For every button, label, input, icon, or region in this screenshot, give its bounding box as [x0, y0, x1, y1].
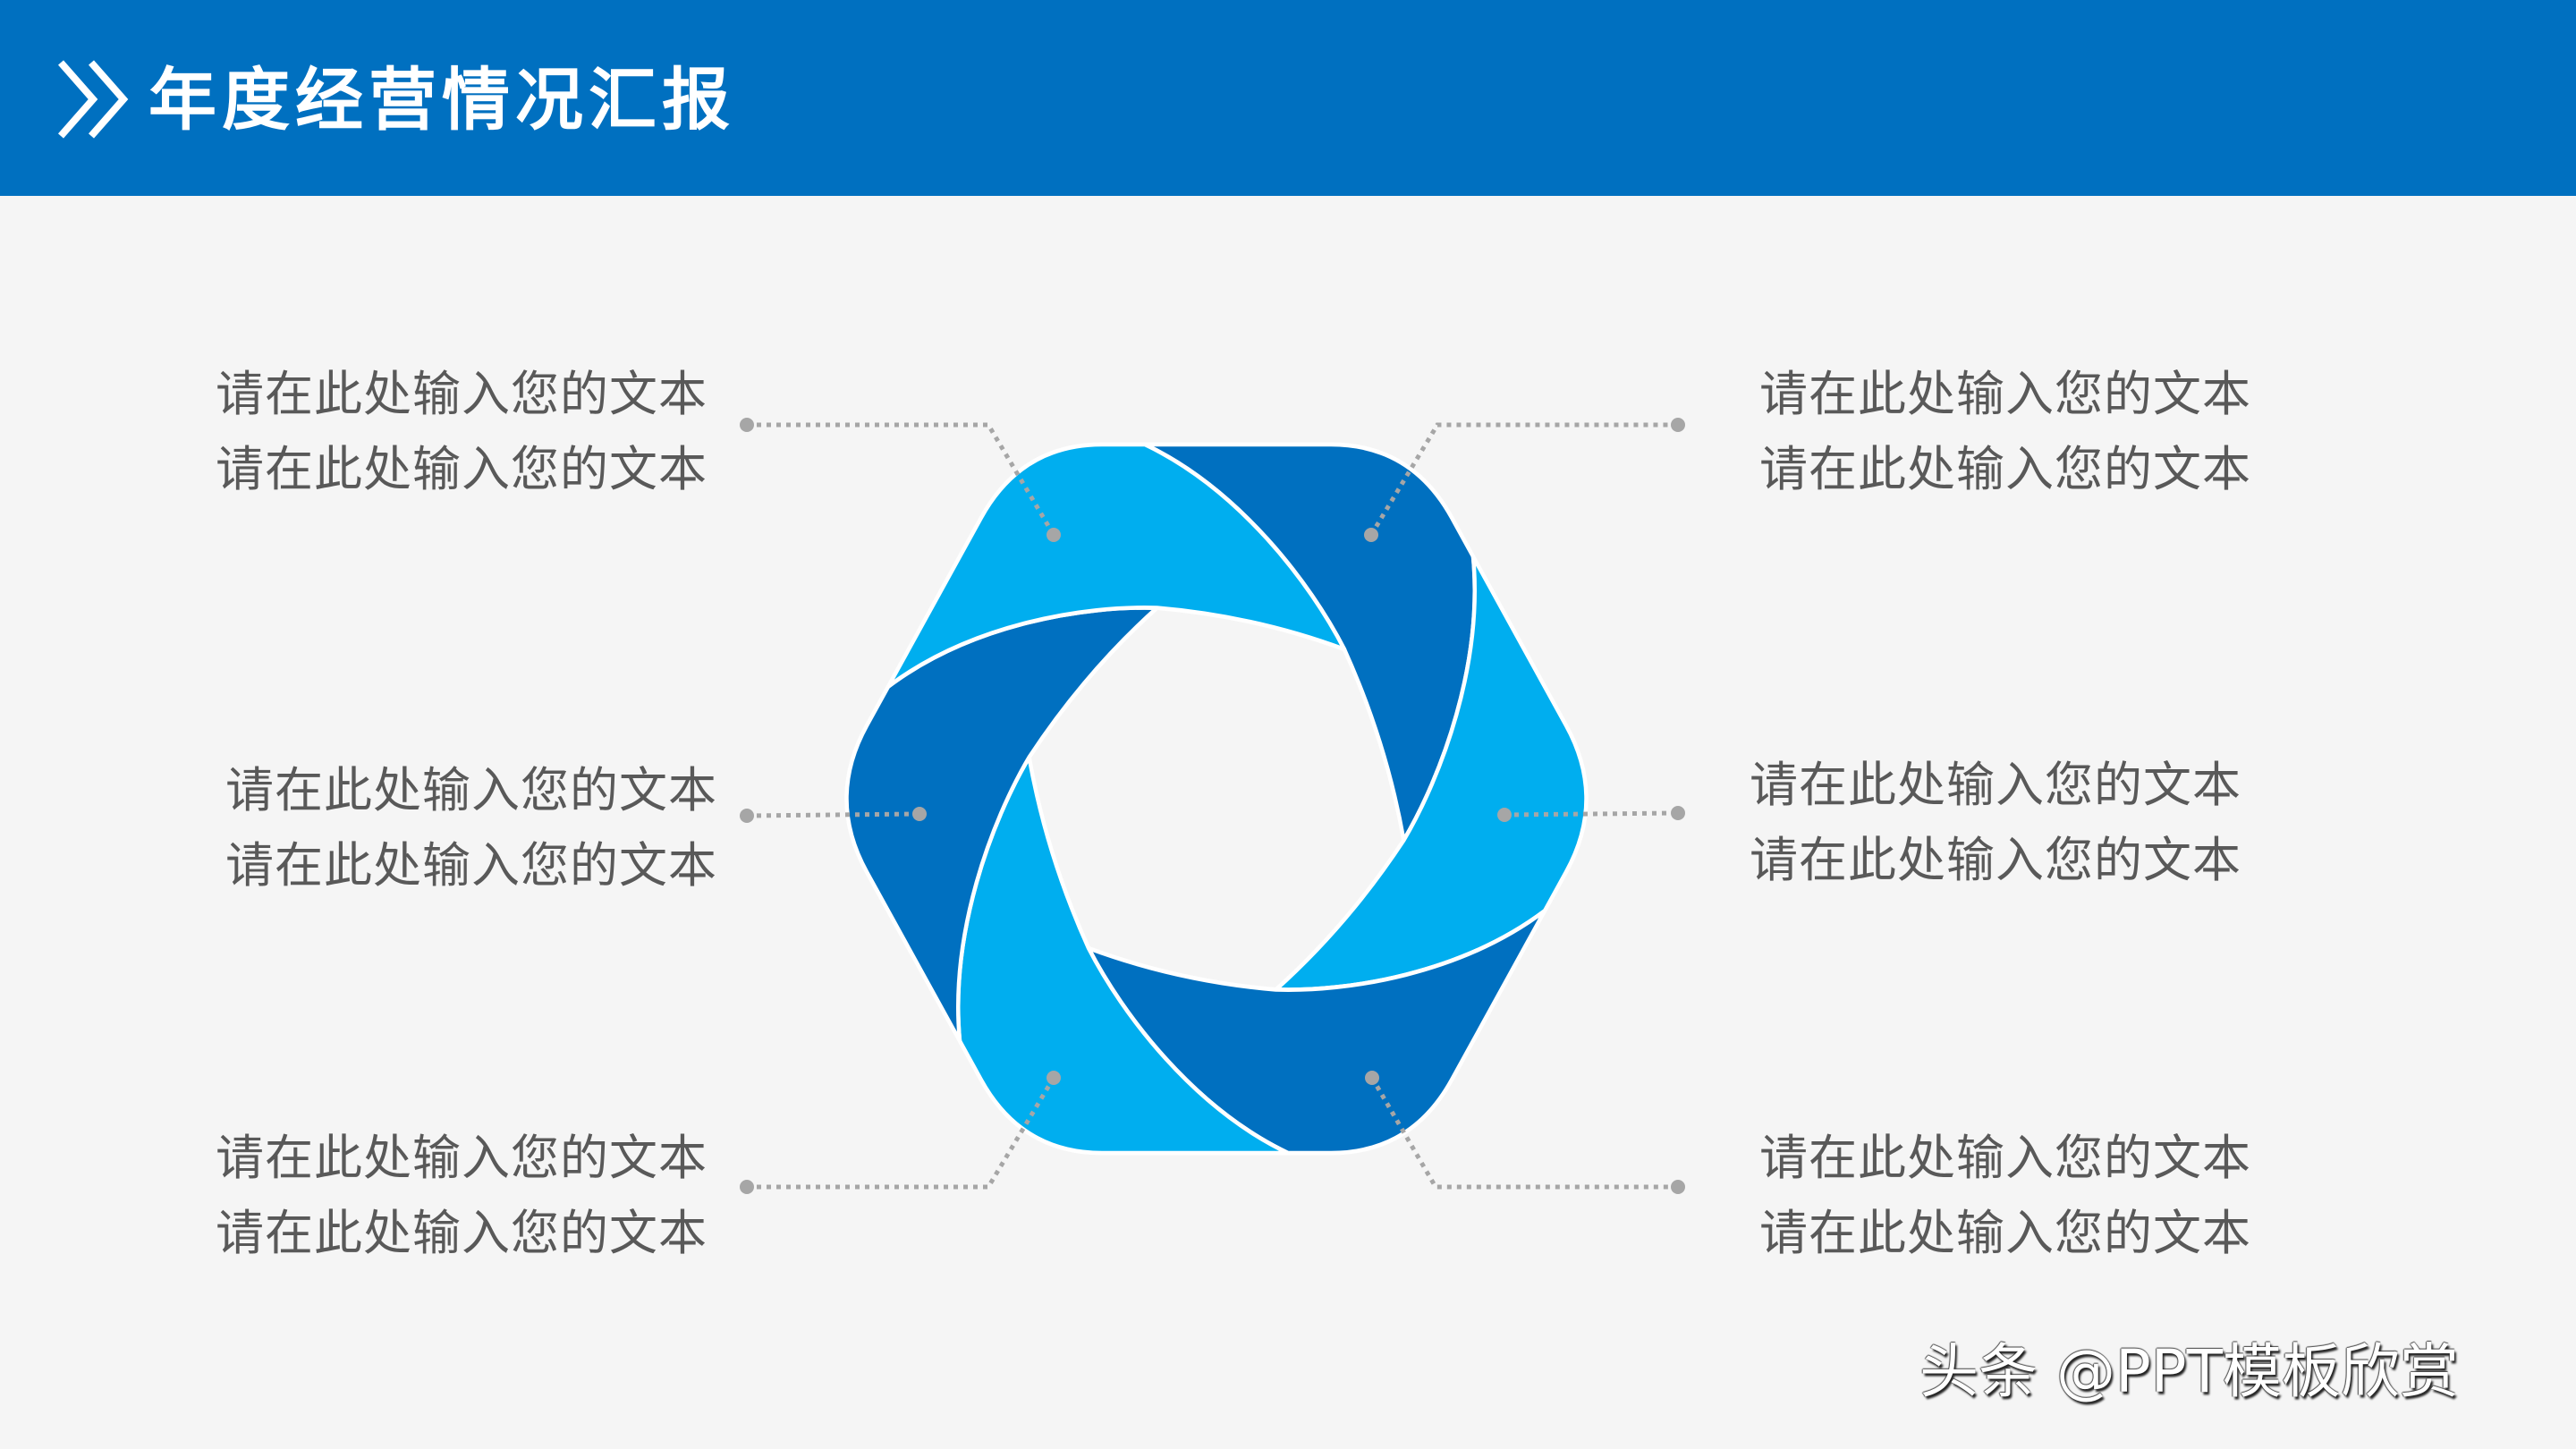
dot-icon — [1671, 1180, 1685, 1194]
text-line: 请在此处输入您的文本 — [216, 441, 708, 497]
connector-bottom-left — [747, 1076, 1056, 1190]
connectors — [746, 422, 1679, 1190]
connector-bottom-right — [1369, 1076, 1678, 1190]
dot-icon — [1671, 418, 1685, 432]
text-line: 请在此处输入您的文本 — [1759, 1205, 2251, 1261]
text-line: 请在此处输入您的文本 — [216, 366, 708, 422]
text-line: 请在此处输入您的文本 — [1750, 832, 2241, 888]
text-block-top-right[interactable]: 请在此处输入您的文本 请在此处输入您的文本 — [1759, 357, 2251, 507]
dot-icon — [1365, 1071, 1379, 1085]
connector-top-left — [747, 422, 1056, 537]
dot-icon — [1671, 806, 1685, 820]
dot-icon — [740, 418, 754, 432]
page-title: 年度经营情况汇报 — [148, 60, 735, 140]
slide-header: 年度经营情况汇报 — [0, 0, 2576, 196]
connector-top-right — [1368, 422, 1678, 537]
text-line: 请在此处输入您的文本 — [225, 837, 717, 894]
text-line: 请在此处输入您的文本 — [1759, 1130, 2251, 1186]
dot-icon — [1364, 528, 1378, 542]
text-block-bottom-left[interactable]: 请在此处输入您的文本 请在此处输入您的文本 — [216, 1121, 708, 1271]
swirl-segments — [795, 387, 1639, 1211]
dot-icon — [1497, 808, 1512, 822]
text-line: 请在此处输入您的文本 — [1750, 757, 2241, 813]
dot-icon — [740, 1180, 754, 1194]
text-line: 请在此处输入您的文本 — [216, 1130, 708, 1186]
dot-icon — [912, 807, 927, 821]
dot-icon — [1046, 528, 1061, 542]
watermark: 头条 @PPT模板欣赏 — [1919, 1337, 2459, 1406]
text-line: 请在此处输入您的文本 — [1759, 366, 2251, 422]
connector-dots — [740, 418, 1685, 1194]
text-line: 请在此处输入您的文本 — [1759, 441, 2251, 497]
text-block-middle-left[interactable]: 请在此处输入您的文本 请在此处输入您的文本 — [225, 753, 717, 903]
dot-icon — [1046, 1071, 1061, 1085]
text-line: 请在此处输入您的文本 — [216, 1205, 708, 1261]
text-line: 请在此处输入您的文本 — [225, 762, 717, 818]
text-block-bottom-right[interactable]: 请在此处输入您的文本 请在此处输入您的文本 — [1759, 1121, 2251, 1271]
text-block-middle-right[interactable]: 请在此处输入您的文本 请在此处输入您的文本 — [1750, 748, 2241, 898]
double-chevron-right-icon — [57, 60, 129, 139]
dot-icon — [740, 809, 754, 823]
text-block-top-left[interactable]: 请在此处输入您的文本 请在此处输入您的文本 — [216, 357, 708, 507]
